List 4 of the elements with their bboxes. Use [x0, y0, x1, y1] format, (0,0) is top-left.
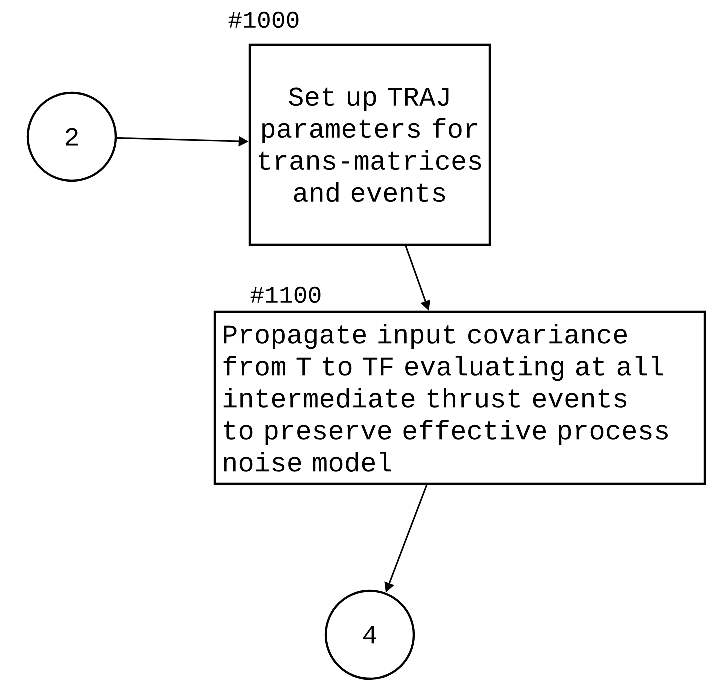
- process-box: Set up TRAJ parameters for trans-matrices and events: [248, 44, 492, 246]
- step-number: #1000: [228, 12, 299, 28]
- process-box: Propagate input covariance from T to TF evaluating at all intermediate thrust events to preserve effective process noise model: [214, 310, 706, 486]
- step-number: #1100: [250, 286, 321, 304]
